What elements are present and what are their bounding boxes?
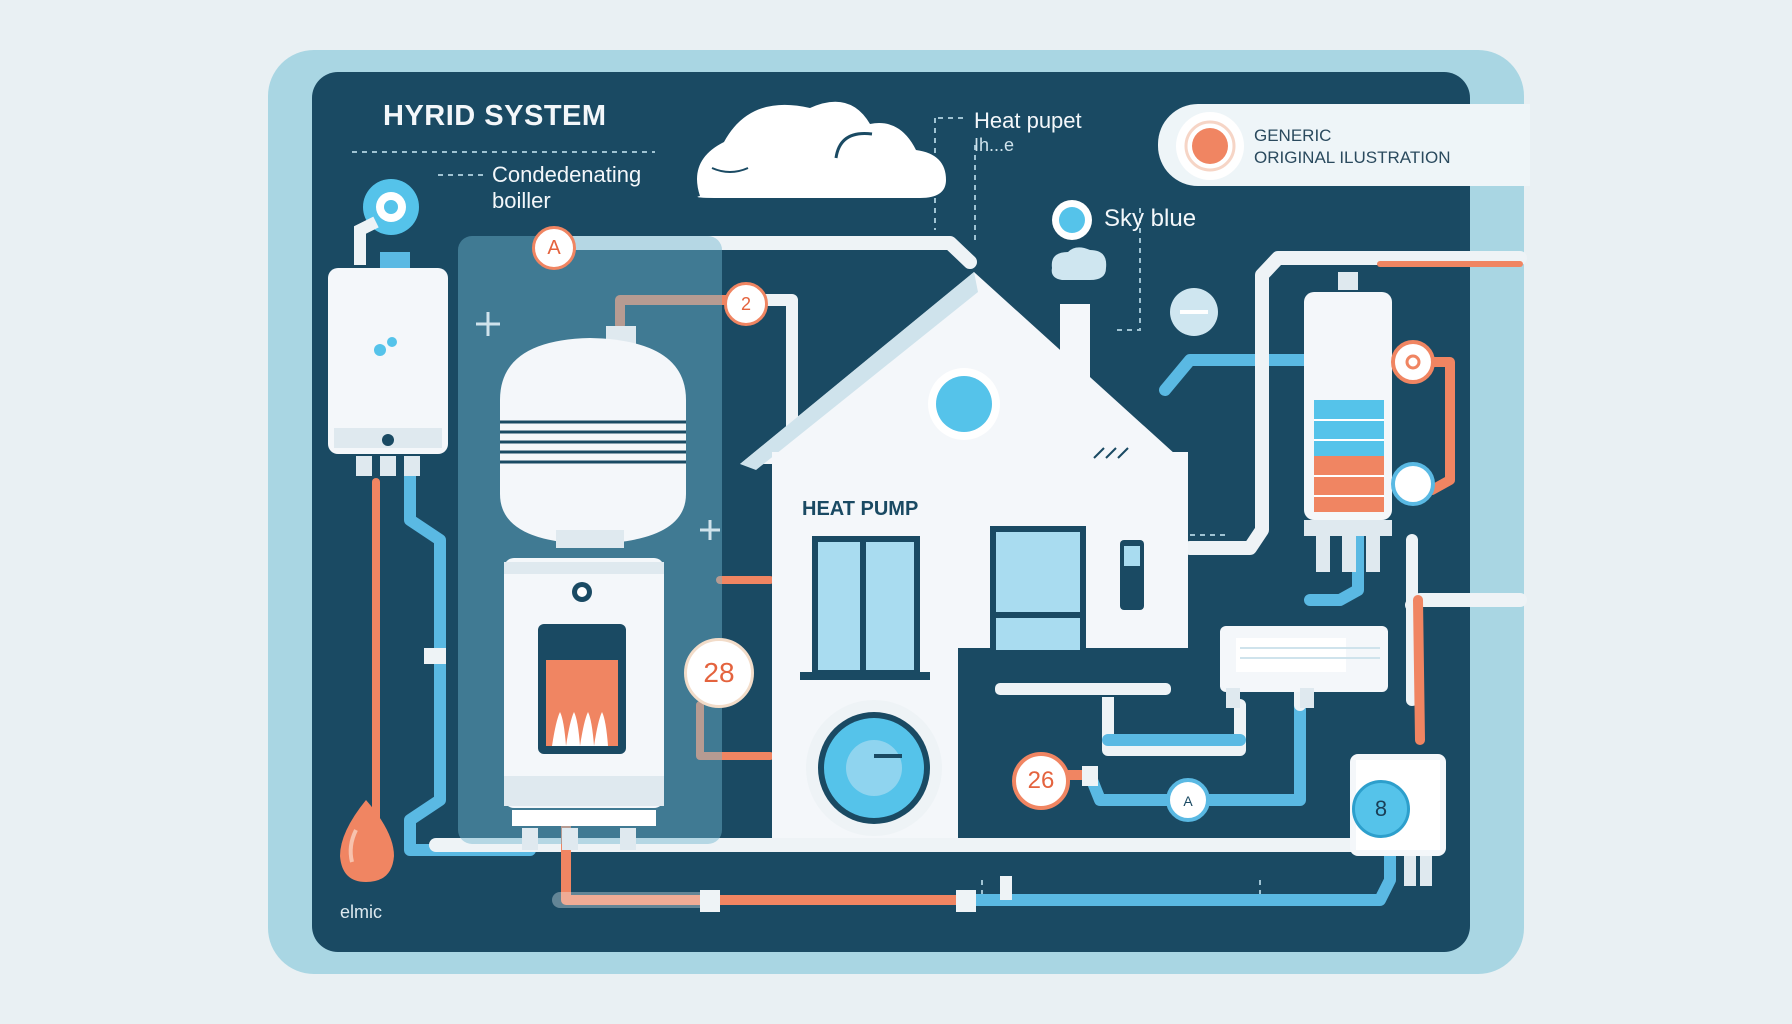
original-illustration-label: ORIGINAL ILUSTRATION [1254, 148, 1451, 167]
heat-pump-top-label: Heat pupet [974, 108, 1082, 133]
cloud-icon [697, 101, 946, 198]
svg-text:A: A [1183, 793, 1193, 809]
badge-26: 26 [1012, 752, 1070, 810]
boiler-label-line2: boiller [492, 188, 551, 213]
pipe-network [372, 236, 1527, 908]
sun-icon [1192, 128, 1228, 164]
generic-illustration-tab [1158, 104, 1530, 186]
boiler-label-line1: Condedenating [492, 162, 642, 187]
house [740, 272, 1188, 838]
water-drop-icon [340, 800, 394, 882]
diagram-title: HYRID SYSTEM [383, 100, 607, 132]
corner-label: elmic [340, 902, 383, 922]
badge-8: 8 [1352, 780, 1410, 838]
heat-pump-top-sublabel: Ih...e [974, 135, 1015, 155]
badge-2: 2 [724, 282, 768, 326]
generic-label: GENERIC [1254, 126, 1332, 145]
heat-pump-house-label: HEAT PUMP [802, 498, 919, 520]
plus-icons [476, 312, 720, 540]
badge-a: A [532, 226, 576, 270]
outdoor-unit [1220, 626, 1388, 708]
condensing-boiler [500, 326, 686, 850]
sky-blue-label: Sky blue [1104, 205, 1197, 232]
small-cloud-icon [1051, 247, 1107, 280]
storage-tank [1304, 272, 1435, 572]
wall-boiler [328, 179, 448, 476]
badge-28: 28 [684, 638, 754, 708]
right-band [1470, 200, 1524, 920]
valve-a: A [1166, 778, 1210, 822]
